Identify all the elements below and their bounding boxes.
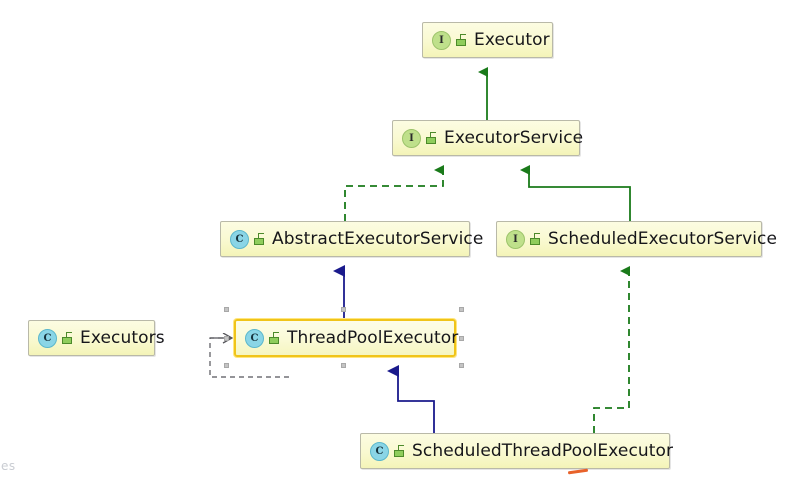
node-label: ScheduledThreadPoolExecutor: [412, 441, 674, 461]
edge-abstractexecutorservice-to-executorservice[interactable]: [344, 165, 444, 221]
public-lock-icon: [455, 34, 467, 46]
class-node-scheduledthreadpoolexecutor[interactable]: C ScheduledThreadPoolExecutor: [360, 433, 674, 469]
class-node-executors[interactable]: C Executors: [28, 320, 165, 356]
node-label: AbstractExecutorService: [272, 229, 484, 249]
selection-handle-w[interactable]: [224, 336, 229, 341]
selection-handle-e[interactable]: [459, 336, 464, 341]
public-lock-icon: [61, 332, 73, 344]
edge-scheduledthreadpoolexecutor-to-threadpoolexecutor[interactable]: [387, 365, 435, 433]
node-label: ScheduledExecutorService: [548, 229, 778, 249]
corner-clipped-text: es: [1, 459, 16, 473]
class-icon: C: [38, 328, 57, 348]
class-node-scheduledexecutorservice[interactable]: I ScheduledExecutorService: [496, 221, 777, 257]
class-node-executorservice[interactable]: I ExecutorService: [392, 120, 584, 156]
node-label: Executor: [474, 30, 550, 50]
interface-icon: I: [402, 128, 421, 148]
public-lock-icon: [268, 332, 280, 344]
class-node-executor[interactable]: I Executor: [422, 22, 553, 58]
class-icon: C: [245, 328, 264, 348]
public-lock-icon: [253, 233, 265, 245]
selection-handle-ne[interactable]: [459, 307, 464, 312]
node-label: ExecutorService: [444, 128, 584, 148]
interface-icon: I: [432, 30, 451, 50]
public-lock-icon: [529, 233, 541, 245]
selection-handle-sw[interactable]: [224, 363, 229, 368]
selection-handle-nw[interactable]: [224, 307, 229, 312]
selection-handle-se[interactable]: [459, 363, 464, 368]
class-icon: C: [370, 441, 389, 461]
node-label: Executors: [80, 328, 165, 348]
class-node-abstractexecutorservice[interactable]: C AbstractExecutorService: [220, 221, 483, 257]
node-label: ThreadPoolExecutor: [287, 328, 459, 348]
class-icon: C: [230, 229, 249, 249]
public-lock-icon: [425, 132, 437, 144]
edge-scheduledexecutorservice-to-executorservice[interactable]: [520, 165, 631, 221]
class-node-threadpoolexecutor[interactable]: C ThreadPoolExecutor: [234, 319, 459, 357]
interface-icon: I: [506, 229, 525, 249]
orange-indicator-mark: [567, 468, 589, 475]
edge-scheduledthreadpoolexecutor-to-scheduledexecutorservice[interactable]: [593, 266, 630, 433]
selection-handle-n[interactable]: [341, 307, 346, 312]
selection-handle-s[interactable]: [341, 363, 346, 368]
public-lock-icon: [393, 445, 405, 457]
